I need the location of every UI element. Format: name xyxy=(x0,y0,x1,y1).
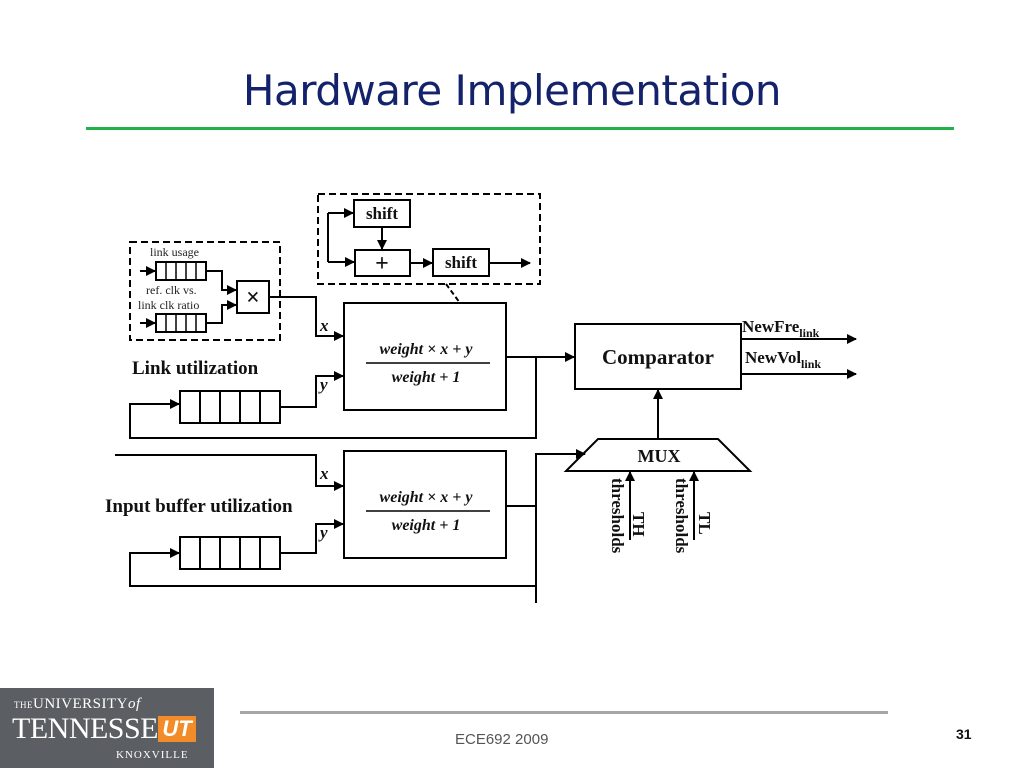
title-underline xyxy=(86,127,954,130)
formula-lower-numerator: weight × x + y xyxy=(380,489,474,506)
ref-clk-label-1: ref. clk vs. xyxy=(146,283,197,297)
logo-line-university: THEUNIVERSITYof xyxy=(14,696,141,712)
ut-mark: UT xyxy=(158,716,196,742)
ewma-block-upper xyxy=(343,302,507,411)
slide-title: Hardware Implementation xyxy=(242,66,782,115)
lower-x-label: x xyxy=(319,464,329,483)
lower-y-label: y xyxy=(318,523,328,542)
shift-right-label: shift xyxy=(445,253,477,272)
shift-right-box xyxy=(432,248,490,277)
link-utilization-label: Link utilization xyxy=(132,358,259,379)
link-usage-register xyxy=(140,261,207,281)
university-logo: THEUNIVERSITYof TENNESSEE UT KNOXVILLE xyxy=(0,688,214,768)
multiply-box xyxy=(236,280,270,314)
comparator-label: Comparator xyxy=(602,345,714,369)
shift-top-box xyxy=(353,199,411,228)
ref-clk-label-2: link clk ratio xyxy=(138,298,199,312)
logo-line-tennessee: TENNESSEE xyxy=(12,712,176,745)
formula-lower-denominator: weight + 1 xyxy=(392,517,461,534)
ewma-block-lower xyxy=(343,450,507,559)
th-label: TH xyxy=(629,512,648,537)
multiply-label: × xyxy=(246,285,260,311)
footer-text: ECE692 2009 xyxy=(455,731,549,748)
logo-line-knoxville: KNOXVILLE xyxy=(116,749,189,761)
page-number: 31 xyxy=(956,726,972,742)
link-usage-dashed-box xyxy=(129,241,281,341)
upper-x-label: x xyxy=(319,316,329,335)
shift-top-label: shift xyxy=(366,204,398,223)
link-usage-label: link usage xyxy=(150,245,199,259)
th-thresholds-label: thresholds xyxy=(608,478,627,554)
mux-label: MUX xyxy=(638,446,681,466)
footer-rule xyxy=(240,711,888,714)
formula-upper-numerator: weight × x + y xyxy=(380,341,474,358)
formula-upper-denominator: weight + 1 xyxy=(392,369,461,386)
tl-thresholds-label: thresholds xyxy=(672,478,691,554)
link-utilization-register xyxy=(179,390,281,424)
mux-trapezoid xyxy=(563,438,753,472)
input-buffer-utilization-label: Input buffer utilization xyxy=(105,496,293,517)
shift-dashed-box xyxy=(317,193,541,285)
input-buffer-register xyxy=(179,536,281,570)
plus-label: + xyxy=(375,251,389,277)
newvol-output-label: NewVollink xyxy=(745,348,821,371)
ref-clk-register xyxy=(140,313,207,333)
upper-y-label: y xyxy=(318,375,328,394)
newfre-output-label: NewFrelink xyxy=(742,317,820,340)
tl-label: TL xyxy=(695,512,714,535)
